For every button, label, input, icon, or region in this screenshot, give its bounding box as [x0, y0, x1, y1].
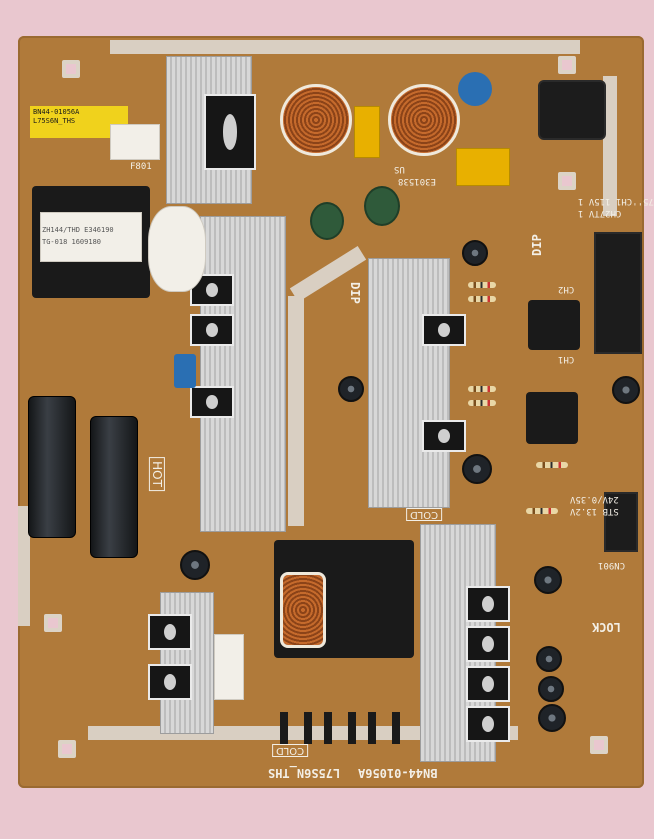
- capacitor-c2: [462, 240, 488, 266]
- toroid-coil-1: [280, 84, 352, 156]
- transformer-text-2: TG-018 1609180: [42, 238, 102, 246]
- thermistor-2: [364, 186, 400, 226]
- transistor-10: [148, 614, 192, 650]
- transistor-6: [466, 586, 510, 622]
- connector-label: CN901: [598, 560, 626, 570]
- capacitor-c4: [612, 376, 640, 404]
- silkscreen-band-left: [18, 506, 30, 626]
- thermistor-1: [310, 202, 344, 240]
- resistor-3: [468, 386, 496, 392]
- diode-1: [280, 712, 288, 744]
- x-capacitor: [458, 72, 492, 106]
- mounting-hole-top-left: [62, 60, 80, 78]
- ceramic-resistor: [214, 634, 244, 700]
- diode-5: [368, 712, 376, 744]
- transistor-5: [422, 420, 466, 452]
- resistor-4: [468, 400, 496, 406]
- transistor-11: [148, 664, 192, 700]
- capacitor-c9: [538, 704, 566, 732]
- dip-label-upper: DIP: [347, 282, 362, 304]
- ch-label-2: CH1: [558, 354, 575, 364]
- cold-label-mid: COLD: [406, 508, 443, 521]
- model-label: L75S6N_THS: [268, 766, 341, 780]
- diode-3: [324, 712, 332, 744]
- cable-bundle: [148, 206, 206, 292]
- mounting-hole-bottom-left: [58, 740, 76, 758]
- diode-6: [392, 712, 400, 744]
- diode-4: [348, 712, 356, 744]
- resistor-6: [526, 508, 558, 514]
- fuse-label: F801: [130, 162, 152, 172]
- capacitor-c7: [536, 646, 562, 672]
- inductor-2: [526, 392, 578, 444]
- capacitor-c5: [180, 550, 210, 580]
- silkscreen-band-mid-vert: [288, 296, 304, 526]
- bulk-capacitor-2: [90, 416, 138, 558]
- blue-capacitor-small: [174, 354, 196, 388]
- transformer-text-1: ZH144/THD E346190: [42, 226, 114, 234]
- toroid-coil-2: [388, 84, 460, 156]
- dip-label-lower: DIP: [529, 234, 544, 256]
- sticker-line-1: BN44-01056A: [33, 108, 80, 116]
- capacitor-c8: [538, 676, 564, 702]
- mounting-hole-right: [558, 172, 576, 190]
- lock-label: LOCK: [592, 620, 621, 634]
- inductor-1: [528, 300, 580, 350]
- output-connector-2: [604, 492, 638, 552]
- transistor-12: [204, 94, 256, 170]
- transistor-2: [190, 314, 234, 346]
- output-transformer-core: [280, 572, 326, 648]
- ch-label: CH2: [558, 284, 575, 294]
- cold-label-bottom: COLD: [272, 744, 309, 757]
- capacitor-c6: [534, 566, 562, 594]
- y-capacitor-1: [354, 106, 380, 158]
- transistor-8: [466, 666, 510, 702]
- power-supply-board: BN44-01056A L75S6N_THS ZH144/THD E346190…: [18, 36, 654, 788]
- sticker-line-2: L75S6N_THS: [33, 116, 76, 125]
- transistor-9: [466, 706, 510, 742]
- fuse: [110, 124, 160, 160]
- capacitor-c3: [462, 454, 492, 484]
- ul-mark: E301538: [398, 176, 436, 186]
- resistor-5: [536, 462, 568, 468]
- mounting-hole-top-right: [558, 56, 576, 74]
- capacitor-c1: [338, 376, 364, 402]
- voltage-label: STB 13.2V: [570, 506, 619, 516]
- voltage-label-2: 24V/0.35V: [570, 494, 619, 504]
- heatsink-center-left: [200, 216, 286, 532]
- ul-us-mark: US: [394, 164, 405, 174]
- part-number-label: BN44-01056A: [358, 766, 438, 780]
- transistor-3: [190, 386, 234, 418]
- resistor-1: [468, 282, 496, 288]
- hot-label: HOT: [148, 457, 165, 491]
- mounting-hole-left: [44, 614, 62, 632]
- heatsink-center: [368, 258, 450, 508]
- y-capacitor-2: [456, 148, 510, 186]
- output-connector-1: [594, 232, 642, 354]
- bulk-capacitor-1: [28, 396, 76, 538]
- diode-2: [304, 712, 312, 744]
- transistor-7: [466, 626, 510, 662]
- ch-label-4: CH27TV 1: [578, 208, 622, 218]
- transistor-4: [422, 314, 466, 346]
- resistor-2: [468, 296, 496, 302]
- silkscreen-band-right: [603, 76, 617, 216]
- mounting-hole-bottom-right: [590, 736, 608, 754]
- ac-inlet-connector: [538, 80, 606, 140]
- silkscreen-band-top: [110, 40, 580, 54]
- transformer-label: [40, 212, 142, 262]
- ch-label-3: 75''CH1 115V 1: [578, 196, 654, 206]
